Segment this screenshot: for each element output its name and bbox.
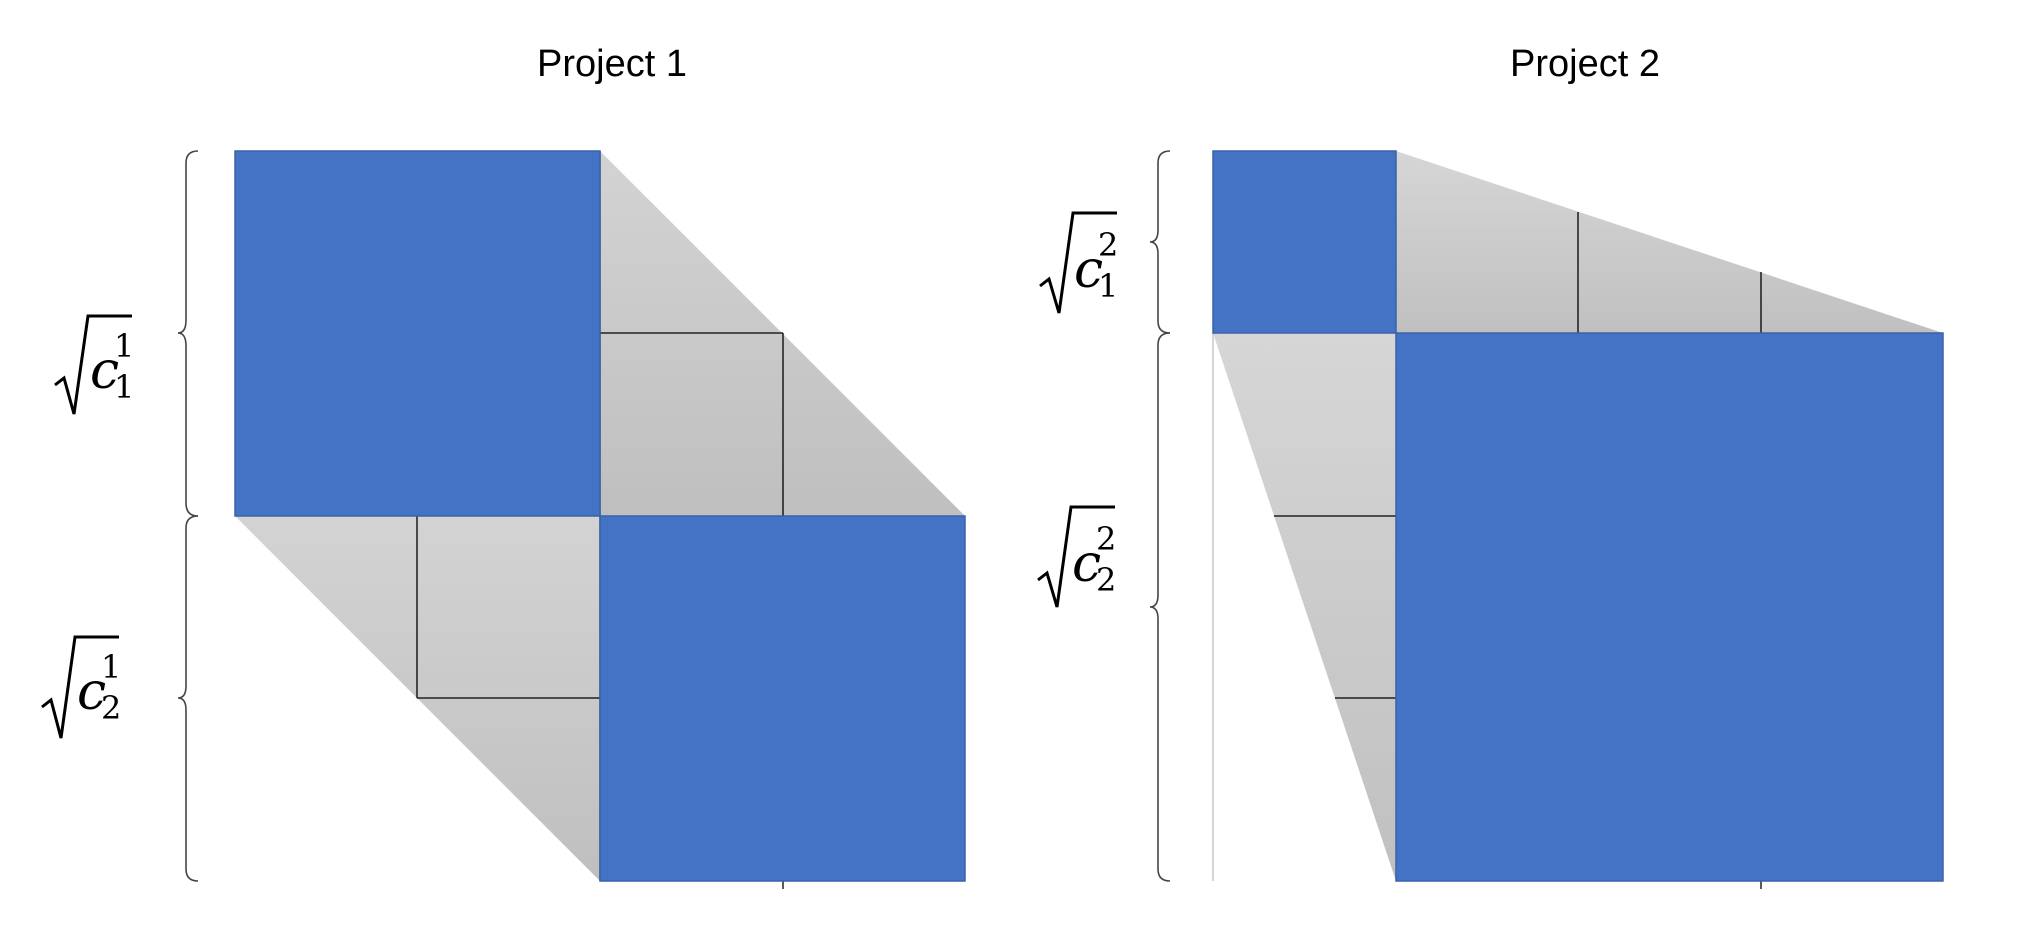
radical-sign <box>41 635 119 739</box>
label-sup: 1 <box>101 648 121 686</box>
label-base: c <box>90 341 119 401</box>
label-sub: 1 <box>1098 267 1118 305</box>
label-sup: 2 <box>1098 226 1118 264</box>
block-1 <box>1212 150 1397 334</box>
radical-sign <box>1039 211 1117 314</box>
label-sqrt-c2: c 1 2 <box>41 635 121 739</box>
label-base: c <box>77 662 106 722</box>
panel-project-1: Project 1 c 1 1 c 1 2 <box>41 43 966 889</box>
brace-2 <box>1149 332 1171 882</box>
panel-title: Project 1 <box>537 43 687 85</box>
panel-title: Project 2 <box>1510 43 1660 85</box>
label-sub: 1 <box>114 368 134 406</box>
label-base: c <box>1072 534 1101 594</box>
upper-gray-region <box>1396 151 1943 333</box>
label-sup: 1 <box>114 327 134 365</box>
label-sub: 2 <box>101 689 121 727</box>
label-sqrt-c1: c 2 1 <box>1039 211 1118 314</box>
radical-sign <box>1037 505 1115 608</box>
brace-1 <box>1149 150 1171 334</box>
brace-2 <box>177 515 199 882</box>
radical-sign <box>54 314 132 415</box>
label-sup: 2 <box>1096 520 1116 558</box>
panel-project-2: Project 2 c 2 1 c 2 2 <box>1037 43 1944 889</box>
block-1 <box>234 150 601 517</box>
left-gray-region <box>1213 333 1396 881</box>
label-base: c <box>1074 240 1103 300</box>
label-sqrt-c2: c 2 2 <box>1037 505 1116 608</box>
label-sub: 2 <box>1096 561 1116 599</box>
brace-1 <box>177 150 199 517</box>
block-2 <box>599 515 966 882</box>
block-2 <box>1395 332 1944 882</box>
label-sqrt-c1: c 1 1 <box>54 314 134 415</box>
